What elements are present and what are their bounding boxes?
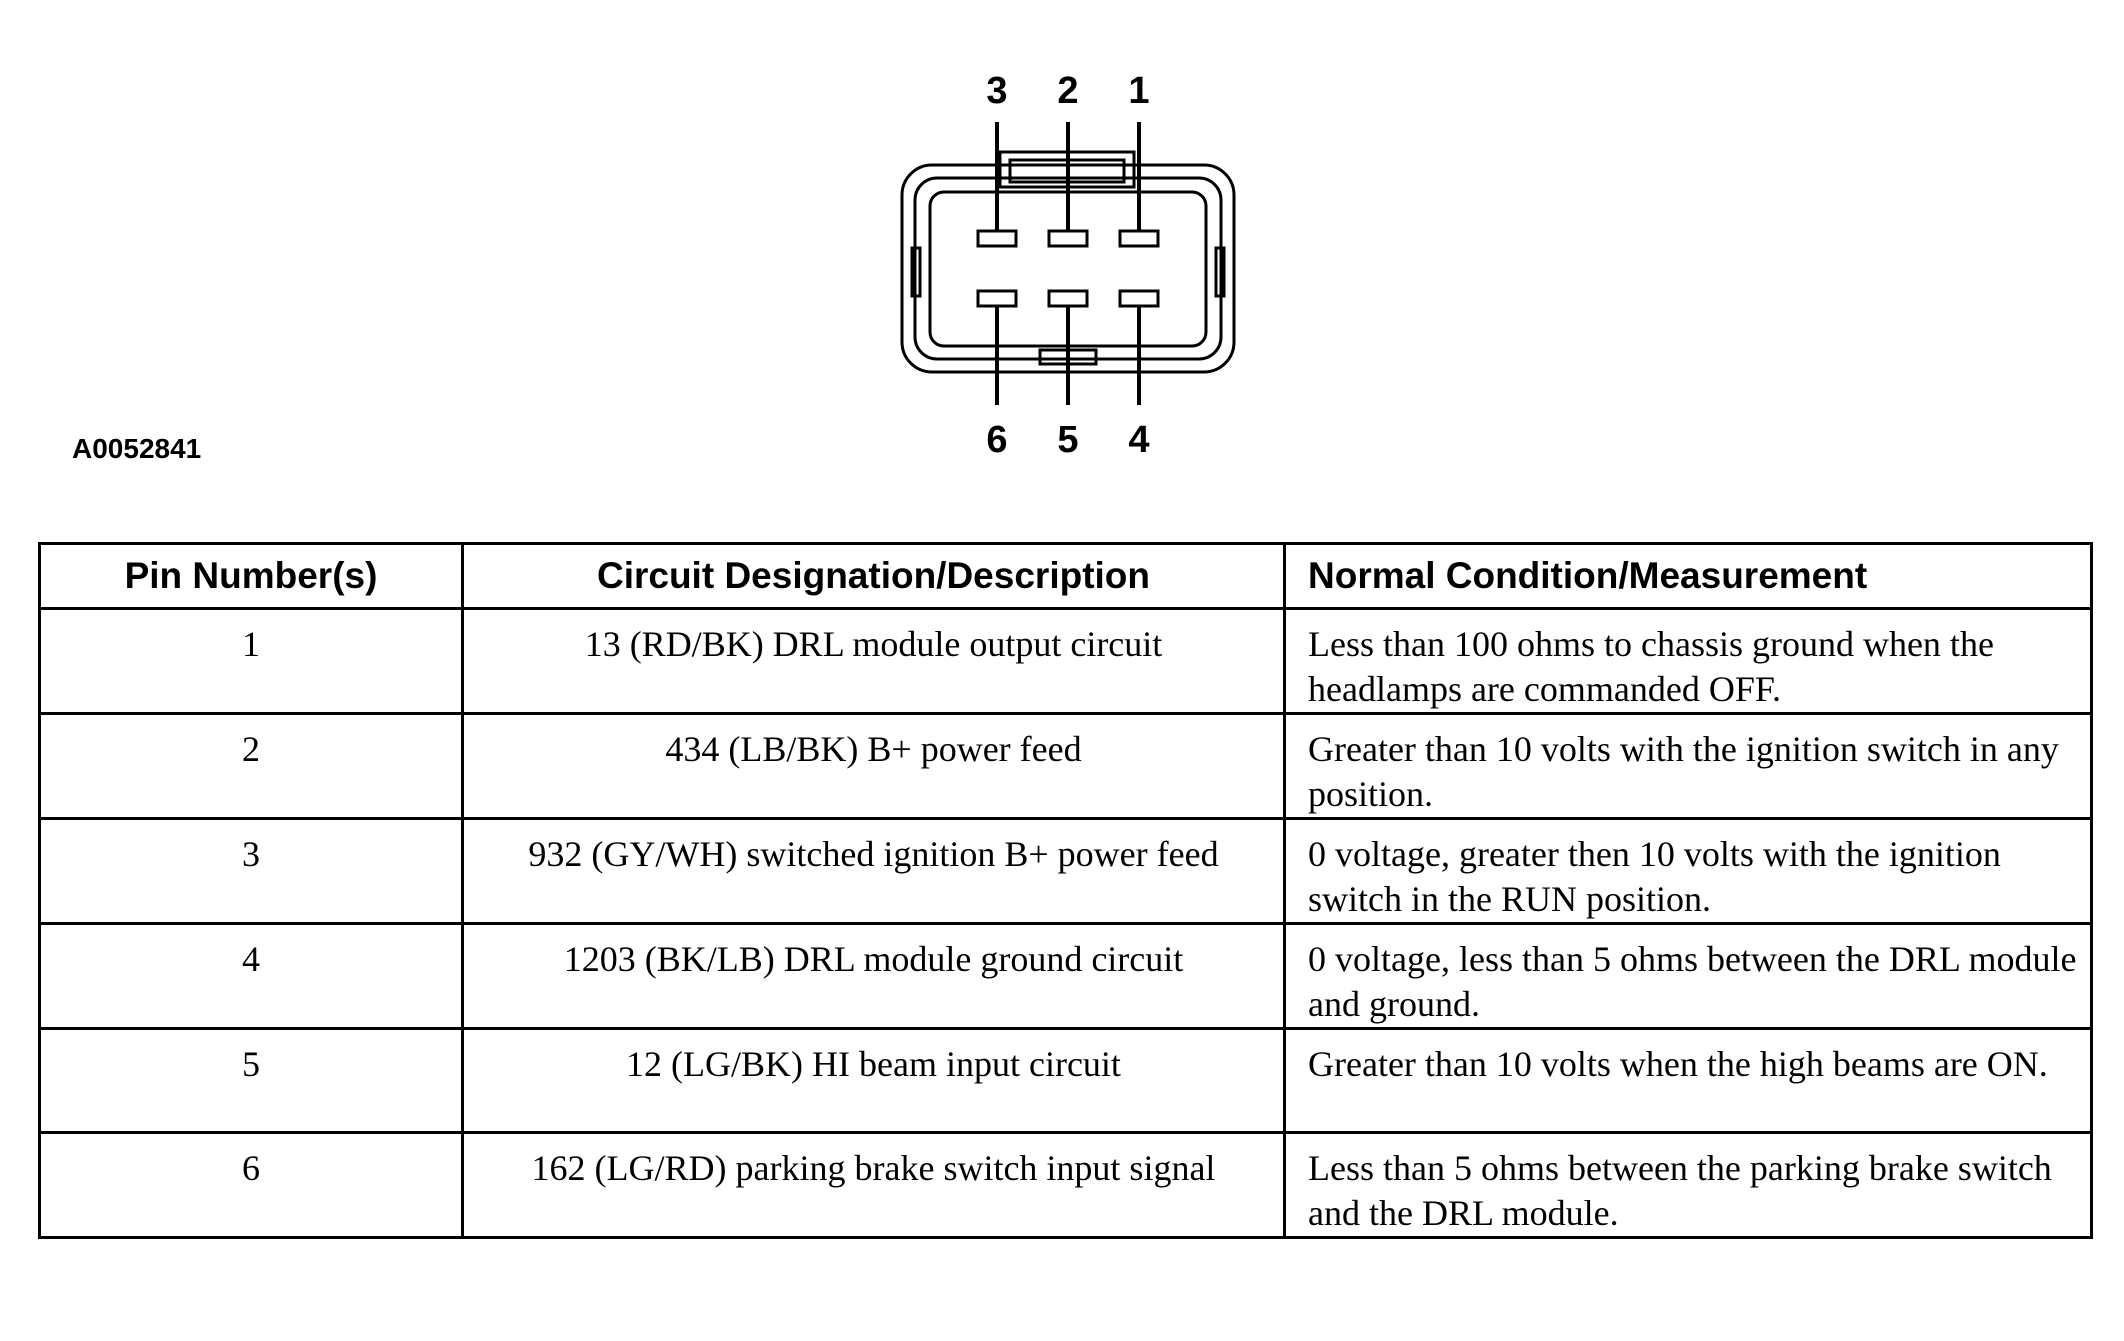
terminal-2 [1047, 229, 1089, 248]
pin-number-cell: 3 [38, 817, 464, 925]
circuit-cell: 1203 (BK/LB) DRL module ground circuit [461, 922, 1286, 1030]
condition-cell: 0 voltage, less than 5 ohms between the … [1283, 922, 2093, 1030]
circuit-cell: 162 (LG/RD) parking brake switch input s… [461, 1131, 1286, 1239]
terminal-5 [1047, 289, 1089, 308]
table-row: 1 13 (RD/BK) DRL module output circuit L… [38, 607, 2093, 715]
figure-id: A0052841 [72, 433, 201, 464]
header-pin-number: Pin Number(s) [38, 542, 464, 610]
table-header-row: Pin Number(s) Circuit Designation/Descri… [38, 542, 2093, 610]
pin-label-4: 4 [1128, 419, 1149, 461]
pin-label-5: 5 [1057, 419, 1078, 461]
circuit-cell: 13 (RD/BK) DRL module output circuit [461, 607, 1286, 715]
condition-cell: Greater than 10 volts when the high beam… [1283, 1027, 2093, 1134]
header-condition: Normal Condition/Measurement [1283, 542, 2093, 610]
pin-number-cell: 6 [38, 1131, 464, 1239]
pin-table: Pin Number(s) Circuit Designation/Descri… [38, 542, 2093, 1239]
right-rib [1214, 246, 1226, 298]
condition-cell: 0 voltage, greater then 10 volts with th… [1283, 817, 2093, 925]
pin-label-3: 3 [986, 70, 1007, 112]
left-rib [910, 246, 922, 298]
circuit-cell: 434 (LB/BK) B+ power feed [461, 712, 1286, 820]
pin-label-2: 2 [1057, 70, 1078, 112]
pin-number-cell: 2 [38, 712, 464, 820]
terminal-4 [1118, 289, 1160, 308]
table-row: 4 1203 (BK/LB) DRL module ground circuit… [38, 922, 2093, 1030]
table-row: 5 12 (LG/BK) HI beam input circuit Great… [38, 1027, 2093, 1134]
connector-diagram: 3 2 1 6 5 4 A0052841 [72, 70, 1236, 464]
condition-cell: Less than 100 ohms to chassis ground whe… [1283, 607, 2093, 715]
pin-label-6: 6 [986, 419, 1007, 461]
condition-cell: Less than 5 ohms between the parking bra… [1283, 1131, 2093, 1239]
pin-number-cell: 4 [38, 922, 464, 1030]
table-row: 6 162 (LG/RD) parking brake switch input… [38, 1131, 2093, 1239]
terminal-1 [1118, 229, 1160, 248]
pin-number-cell: 1 [38, 607, 464, 715]
terminal-3 [976, 229, 1018, 248]
table-row: 2 434 (LB/BK) B+ power feed Greater than… [38, 712, 2093, 820]
leader-lines [995, 122, 1141, 405]
condition-cell: Greater than 10 volts with the ignition … [1283, 712, 2093, 820]
circuit-cell: 12 (LG/BK) HI beam input circuit [461, 1027, 1286, 1134]
terminals [976, 229, 1160, 308]
terminal-6 [976, 289, 1018, 308]
pin-number-cell: 5 [38, 1027, 464, 1134]
table-row: 3 932 (GY/WH) switched ignition B+ power… [38, 817, 2093, 925]
circuit-cell: 932 (GY/WH) switched ignition B+ power f… [461, 817, 1286, 925]
header-circuit: Circuit Designation/Description [461, 542, 1286, 610]
pin-label-1: 1 [1128, 70, 1149, 112]
